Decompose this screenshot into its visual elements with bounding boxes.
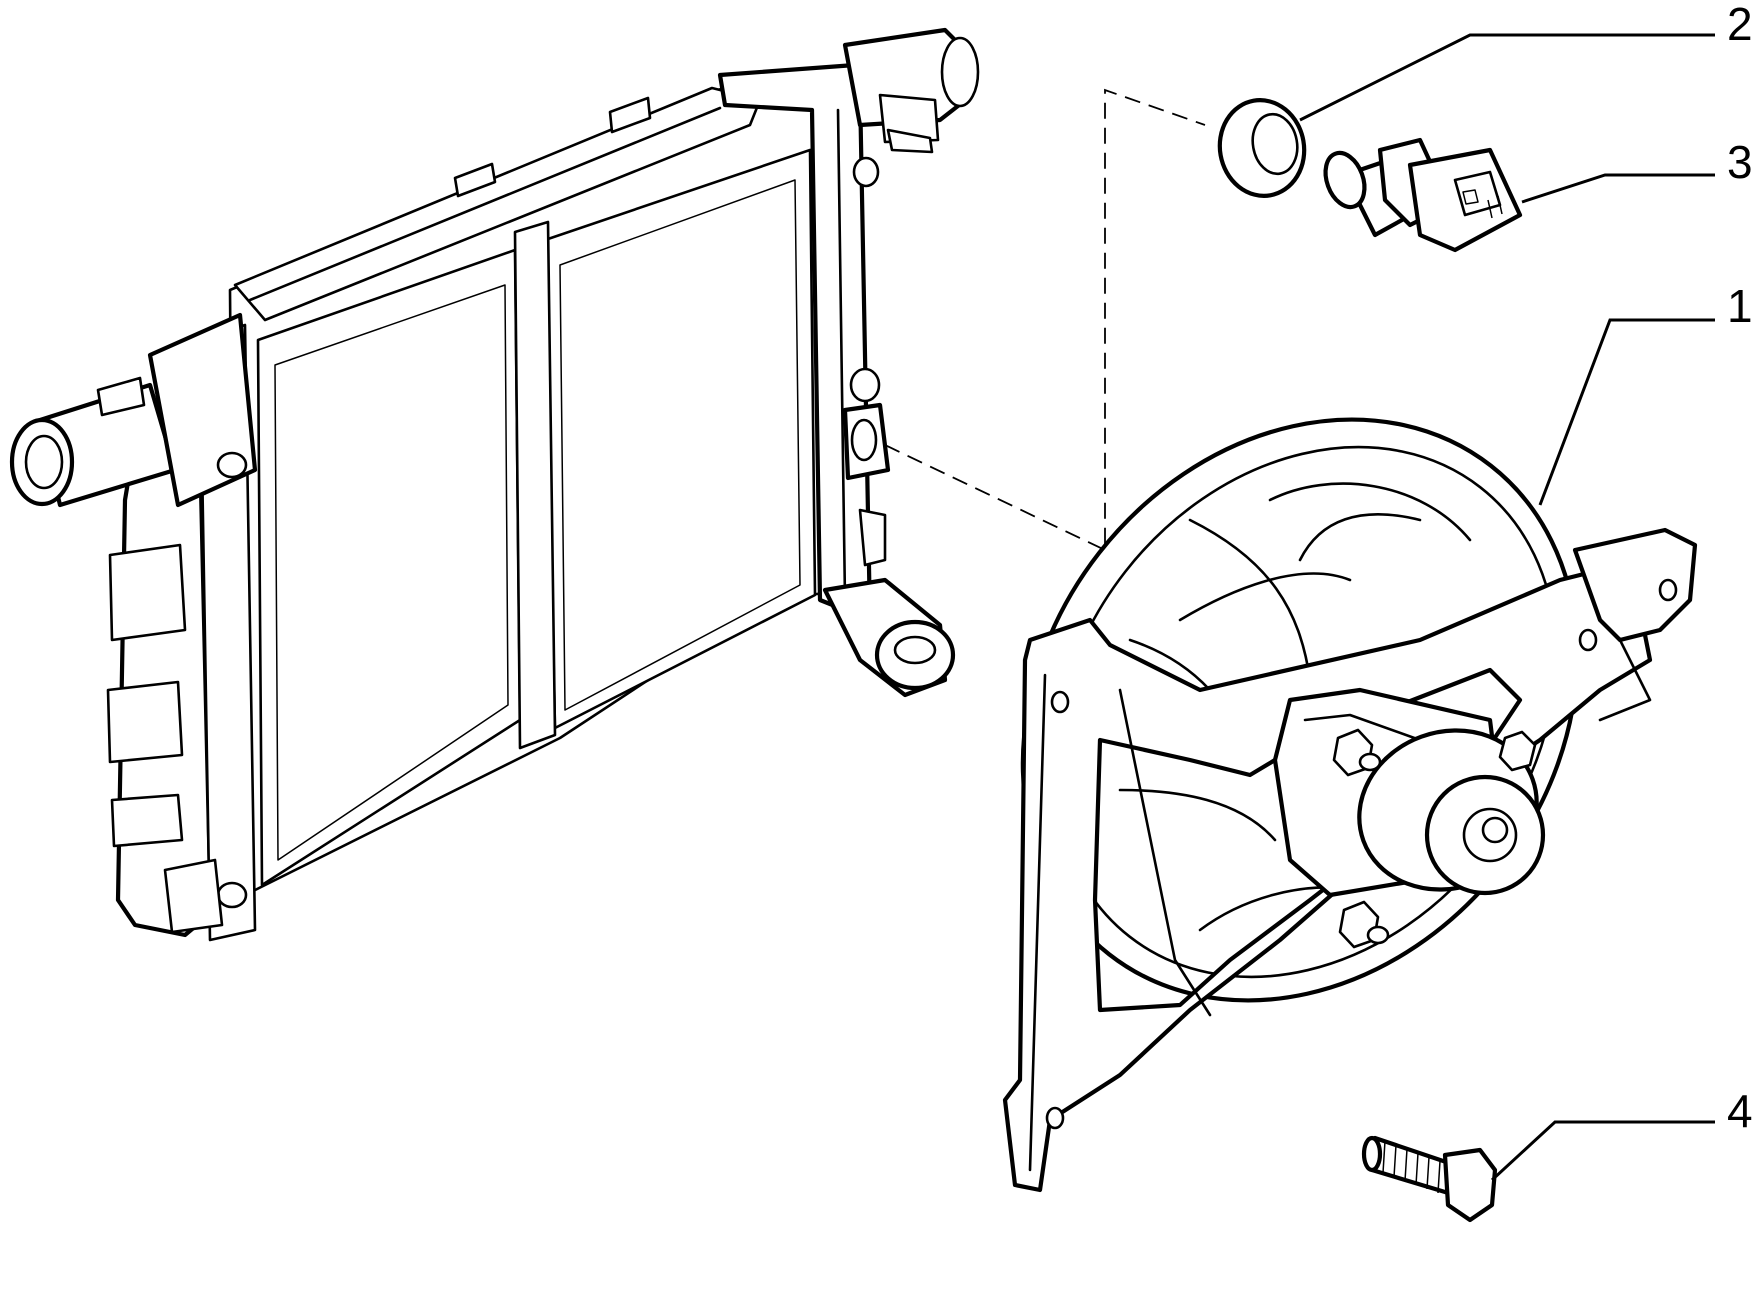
screw — [1361, 1135, 1498, 1223]
callout-4: 4 — [1727, 1085, 1753, 1137]
radiator — [9, 27, 980, 942]
callout-2: 2 — [1727, 0, 1753, 50]
callout-leaders — [1299, 33, 1715, 1182]
callout-labels: 2 3 1 4 — [1727, 0, 1753, 1137]
mount-nut — [1498, 730, 1537, 772]
mount-nut — [1332, 728, 1382, 777]
assembly-guide-lines — [884, 88, 1206, 552]
seal-washer — [1217, 98, 1307, 198]
temperature-sensor — [1323, 137, 1523, 253]
callout-1: 1 — [1727, 280, 1753, 332]
cooling-fan-assembly — [1002, 417, 1698, 1193]
mount-nut — [1338, 900, 1390, 949]
callout-3: 3 — [1727, 136, 1753, 188]
